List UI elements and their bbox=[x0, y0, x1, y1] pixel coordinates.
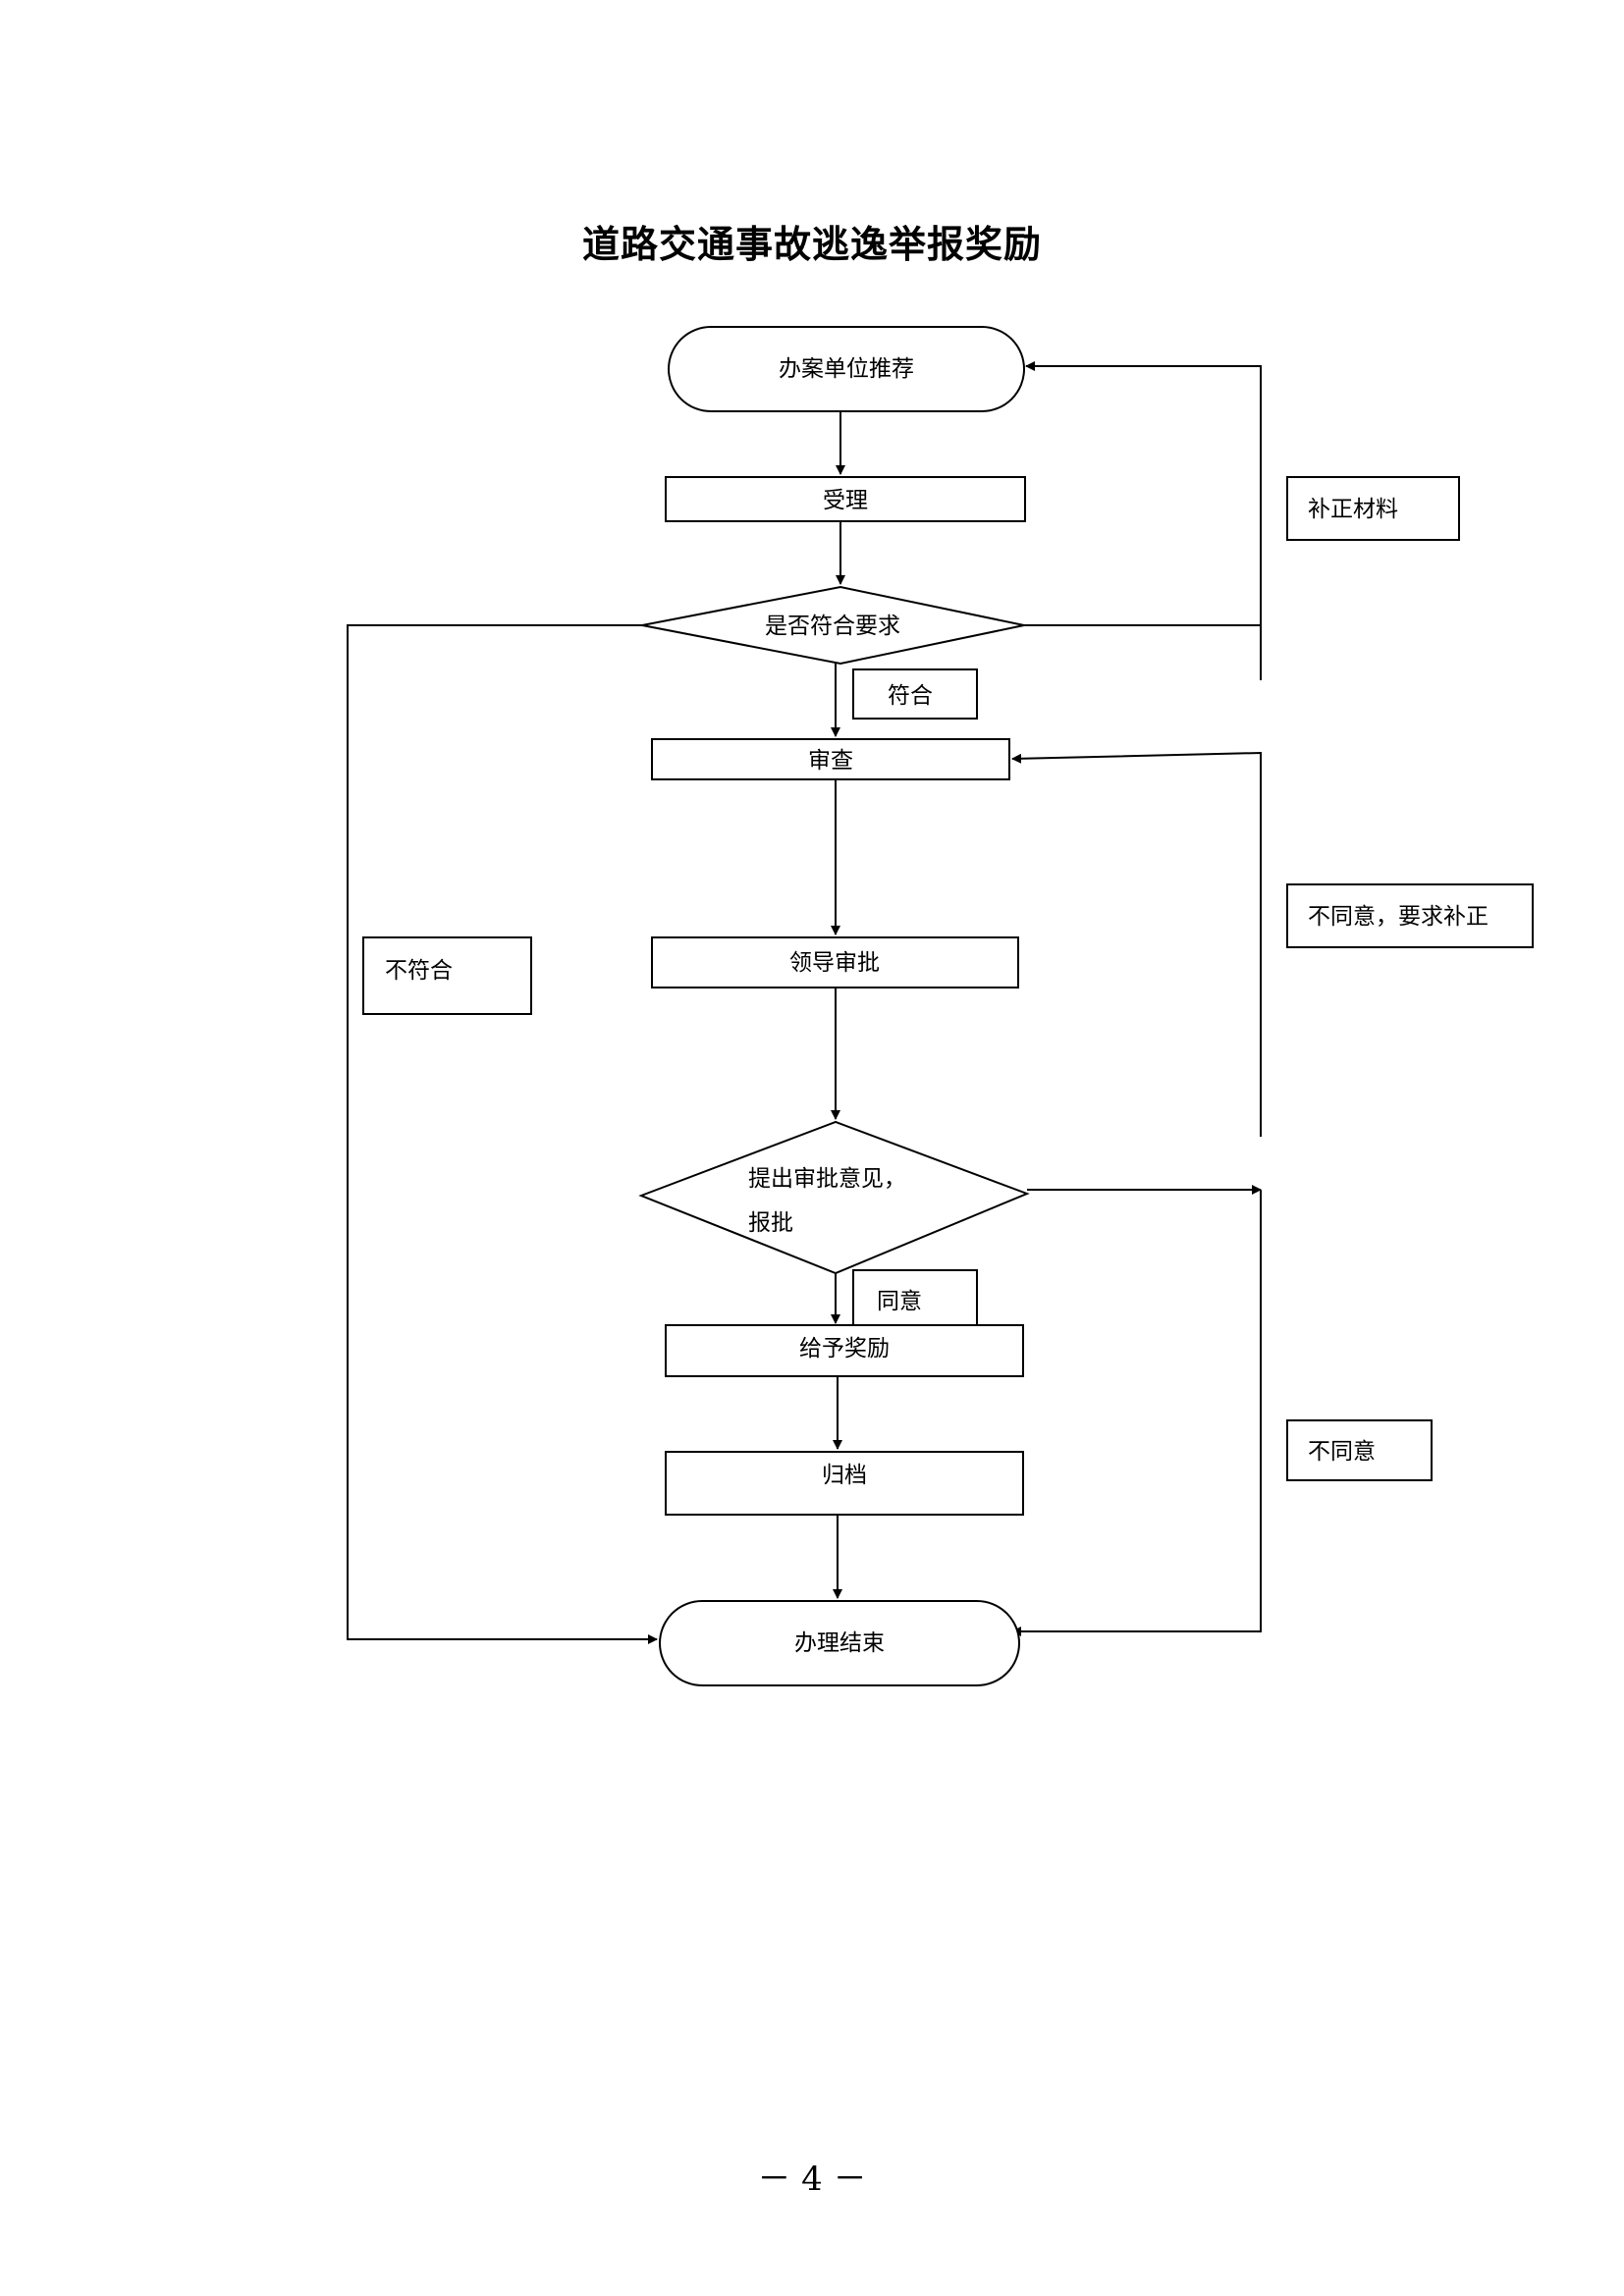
label-not-meets: 不符合 bbox=[362, 936, 532, 1015]
label-not-agree-supplement-text: 不同意，要求补正 bbox=[1308, 904, 1489, 930]
node-recommend: 办案单位推荐 bbox=[668, 326, 1025, 412]
node-check-req: 是否符合要求 bbox=[641, 585, 1025, 666]
label-agree-text: 同意 bbox=[877, 1289, 922, 1314]
label-agree: 同意 bbox=[852, 1269, 978, 1326]
loop-not-agree-supplement bbox=[1011, 751, 1262, 1137]
node-accept: 受理 bbox=[665, 476, 1026, 522]
node-archive: 归档 bbox=[665, 1451, 1024, 1516]
node-opinion: 提出审批意见， 报批 bbox=[638, 1120, 1030, 1275]
page-number: － 4 － bbox=[757, 2160, 867, 2199]
label-not-agree: 不同意 bbox=[1286, 1419, 1433, 1481]
node-end: 办理结束 bbox=[659, 1600, 1020, 1686]
label-supplement-text: 补正材料 bbox=[1308, 497, 1398, 522]
node-review-label: 审查 bbox=[808, 748, 853, 774]
label-not-agree-supplement: 不同意，要求补正 bbox=[1286, 883, 1534, 948]
connectors bbox=[347, 361, 1262, 1644]
node-reward: 给予奖励 bbox=[665, 1324, 1024, 1377]
page-title: 道路交通事故逃逸举报奖励 bbox=[581, 222, 1042, 266]
node-leader-approve-label: 领导审批 bbox=[789, 950, 880, 976]
node-reward-label: 给予奖励 bbox=[799, 1336, 890, 1362]
node-recommend-label: 办案单位推荐 bbox=[779, 356, 914, 382]
label-meets-text: 符合 bbox=[888, 683, 933, 709]
label-supplement: 补正材料 bbox=[1286, 476, 1460, 541]
label-not-agree-text: 不同意 bbox=[1308, 1439, 1376, 1465]
node-archive-label: 归档 bbox=[822, 1463, 867, 1488]
loop-not-agree-end bbox=[1011, 1190, 1262, 1636]
path-not-meets bbox=[347, 624, 658, 1644]
node-end-label: 办理结束 bbox=[794, 1630, 885, 1656]
node-opinion-label-line1: 提出审批意见， bbox=[748, 1166, 906, 1192]
label-meets: 符合 bbox=[852, 668, 978, 720]
node-leader-approve: 领导审批 bbox=[651, 936, 1019, 988]
node-opinion-label-line2: 报批 bbox=[748, 1210, 793, 1236]
node-check-req-label: 是否符合要求 bbox=[765, 614, 900, 639]
node-accept-label: 受理 bbox=[823, 488, 868, 513]
label-not-meets-text: 不符合 bbox=[385, 958, 453, 984]
node-review: 审查 bbox=[651, 738, 1010, 780]
loop-supplement bbox=[1024, 361, 1262, 626]
